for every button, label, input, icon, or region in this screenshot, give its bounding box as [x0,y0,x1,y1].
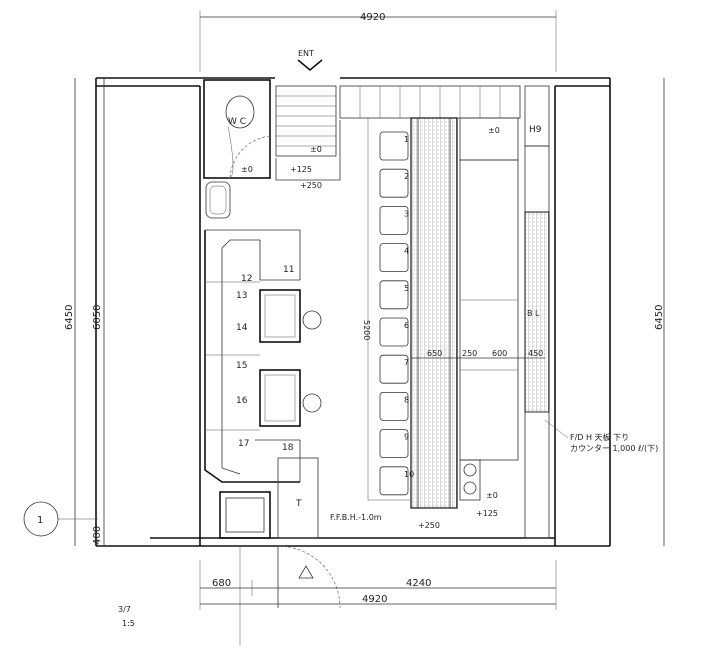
counter-stool [379,466,409,496]
entrance-label: ENT [298,49,314,58]
back-level: ±0 [488,126,500,135]
bottom-vestibule: T F.F.B.H.-1.0m [219,457,382,539]
bottom-level-250: +250 [418,521,440,530]
bar-counter [410,117,458,509]
dim-counter-label: 5200 [362,320,371,340]
sink-icon [463,463,477,477]
counter-seat-number: 2 [404,172,409,181]
back-bar-shelf: H9 B L F/D H 天板 下り カウンター 1,000 ℓ/(下) [524,85,658,539]
counter-stool [379,205,409,235]
dim-bottom-left: 680 [212,578,231,589]
dim-bottom-inner: 4240 [406,578,431,589]
stair-level-zero: ±0 [310,145,322,154]
counter-seat-number: 7 [404,358,409,367]
dim-right: 6450 [654,78,665,546]
bottom-level-125: +125 [476,509,498,518]
dim-bottom: 680 4240 4920 [199,560,557,610]
sink-icon [463,481,477,495]
shelf-note-1: F/D H 天板 下り [570,432,629,442]
north-arrow-icon [298,565,314,579]
counter-seat-number: 3 [404,209,409,218]
dim-250: 250 [462,349,477,358]
outer-walls [95,77,611,547]
counter-stool [379,243,409,273]
grid-axis-label: 1 [37,515,43,526]
margin-note-2: 1:5 [122,619,135,628]
dim-right-label: 6450 [654,305,665,330]
stool-icon [302,393,322,413]
counter-stool [379,354,409,384]
h9-label: H9 [529,125,542,135]
dim-top: 4920 [199,10,557,72]
back-counter: ±0 +125 +250 [418,117,519,530]
booth-seat-11: 11 [283,265,294,275]
entrance-stairs: ±0 +125 +250 [275,85,341,190]
booth-seat-16: 16 [236,396,248,406]
wc-room: W C ±0 [203,79,271,219]
dim-left: 6450 6050 400 [64,78,105,546]
booth-table-lower [259,369,301,427]
dim-bottom-total: 4920 [362,594,387,605]
counter-seat-number: 10 [404,470,414,479]
booth-seat-18: 18 [282,443,294,453]
entrance-marker: ENT [297,49,323,72]
counter-seat-number: 8 [404,395,409,404]
entrance-floor-level: +250 [300,181,322,190]
counter-seat-number: 4 [404,247,409,256]
counter-seat-number: 5 [404,284,409,293]
booth-seat-13: 13 [236,291,247,301]
entrance-arrow-icon [297,59,323,72]
booth-seat-12: 12 [241,274,252,284]
counter-stool [379,317,409,347]
grid-axis-icon: 1 [23,501,98,537]
counter-stool [379,280,409,310]
wc-level: ±0 [241,165,253,174]
counter-stool [379,391,409,421]
counter-seat-number: 6 [404,321,409,330]
counter-seat-number: 9 [404,433,409,442]
counter-level: ±0 [486,491,498,500]
dim-counter: 5200 [362,118,410,501]
counter-seat-number: 1 [404,135,409,144]
t-mark: T [295,499,302,509]
margin-note: 3/7 [118,605,131,614]
dim-left-bottom: 400 [92,526,103,545]
bl-label: B L [527,309,540,318]
counter-stool [379,168,409,198]
booth-area: 11 12 13 14 15 16 17 18 [204,229,322,483]
counter-stool [379,429,409,459]
dim-left-inner: 6050 [92,305,103,330]
bottom-entrance [239,545,341,646]
counter-stools: 1 2 3 4 5 6 7 8 9 10 [379,131,414,496]
dim-left-outer: 6450 [64,305,75,330]
dim-top-label: 4920 [360,12,385,23]
toilet-icon [225,95,255,129]
dim-650: 650 [427,349,442,358]
booth-seat-17: 17 [238,439,249,449]
wc-label: W C [228,117,246,127]
booth-seat-14: 14 [236,323,248,333]
entrance-step-level: +125 [290,165,312,174]
stool-icon [302,310,322,330]
shelf-note-2: カウンター 1,000 ℓ/(下) [570,444,658,453]
booth-seat-15: 15 [236,361,247,371]
floor-note: F.F.B.H.-1.0m [330,513,382,522]
booth-table-upper [259,289,301,343]
dim-600: 600 [492,349,507,358]
counter-stool [379,131,409,161]
